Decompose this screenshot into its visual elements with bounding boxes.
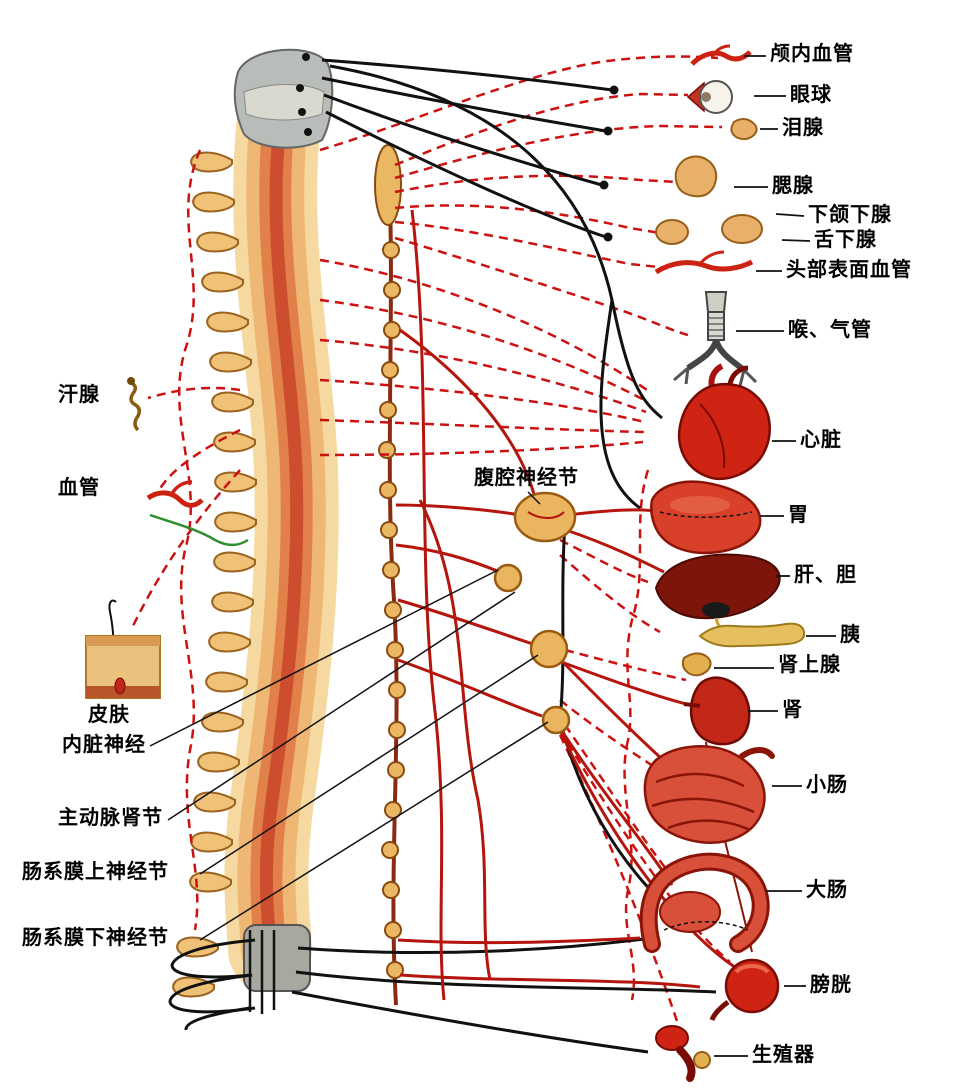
organ-stomach <box>650 480 762 555</box>
label-skin: 皮肤 <box>88 704 130 726</box>
label-leader-lines <box>149 55 836 1057</box>
superior-mesenteric-ganglion-shape <box>529 629 569 669</box>
organ-blood-vessel <box>146 480 249 547</box>
label-large-intestine: 大肠 <box>806 879 848 901</box>
label-stomach: 胃 <box>788 504 809 526</box>
label-visceral-nerve: 内脏神经 <box>62 734 146 756</box>
label-parotid-gland: 腮腺 <box>772 175 814 197</box>
label-eyeball: 眼球 <box>790 84 832 106</box>
organ-parotid-gland <box>674 155 718 198</box>
organ-heart <box>677 363 771 481</box>
red-nerve-fibers <box>395 209 737 1001</box>
label-small-intestine: 小肠 <box>806 774 848 796</box>
label-sweat-gland: 汗腺 <box>58 384 100 406</box>
organ-adrenal-gland <box>681 652 712 677</box>
label-cranial-vessels: 颅内血管 <box>770 43 854 65</box>
label-bladder: 膀胱 <box>810 974 852 996</box>
label-blood-vessel: 血管 <box>58 477 100 499</box>
organ-eyeball <box>686 80 733 114</box>
organ-lacrimal-gland <box>730 118 758 141</box>
label-celiac-ganglion: 腹腔神经节 <box>474 467 579 489</box>
label-head-surface-vessels: 头部表面血管 <box>786 259 912 281</box>
organ-small-intestine <box>643 745 775 844</box>
cauda-equina <box>168 924 311 1031</box>
organ-sweat-gland <box>127 377 142 432</box>
label-larynx-trachea: 喉、气管 <box>788 319 872 341</box>
label-adrenal-gland: 肾上腺 <box>778 654 841 676</box>
label-kidney: 肾 <box>782 699 803 721</box>
label-pancreas: 胰 <box>840 624 861 646</box>
sympathetic-trunk <box>374 144 406 1006</box>
brainstem <box>233 48 334 149</box>
prevertebral-ganglia <box>493 491 577 735</box>
organ-submandibular-sublingual-glands <box>655 214 763 245</box>
label-lacrimal-gland: 泪腺 <box>782 117 824 139</box>
inferior-mesenteric-ganglion-shape <box>541 705 571 735</box>
label-heart: 心脏 <box>800 429 842 451</box>
label-liver-gallbladder: 肝、胆 <box>794 564 857 586</box>
label-submandibular-gland: 下颌下腺 <box>808 204 892 226</box>
organ-bladder <box>709 958 780 1021</box>
organ-genitals <box>655 1025 711 1082</box>
label-superior-mesenteric-ganglion: 肠系膜上神经节 <box>22 861 169 883</box>
organ-large-intestine <box>639 852 770 953</box>
organ-head-surface-vessels <box>654 250 754 275</box>
organ-cranial-vessels <box>690 44 752 66</box>
spinal-column <box>168 48 339 1031</box>
organ-liver-gallbladder <box>654 553 781 636</box>
black-nerve-fibers <box>291 58 717 1054</box>
label-genitals: 生殖器 <box>752 1044 815 1066</box>
organ-pancreas <box>698 622 806 648</box>
aorticorenal-ganglion-shape <box>493 563 523 593</box>
label-sublingual-gland: 舌下腺 <box>814 229 877 251</box>
label-inferior-mesenteric-ganglion: 肠系膜下神经节 <box>22 927 169 949</box>
label-aorticorenal-ganglion: 主动脉肾节 <box>58 807 163 829</box>
organ-skin <box>85 599 161 699</box>
